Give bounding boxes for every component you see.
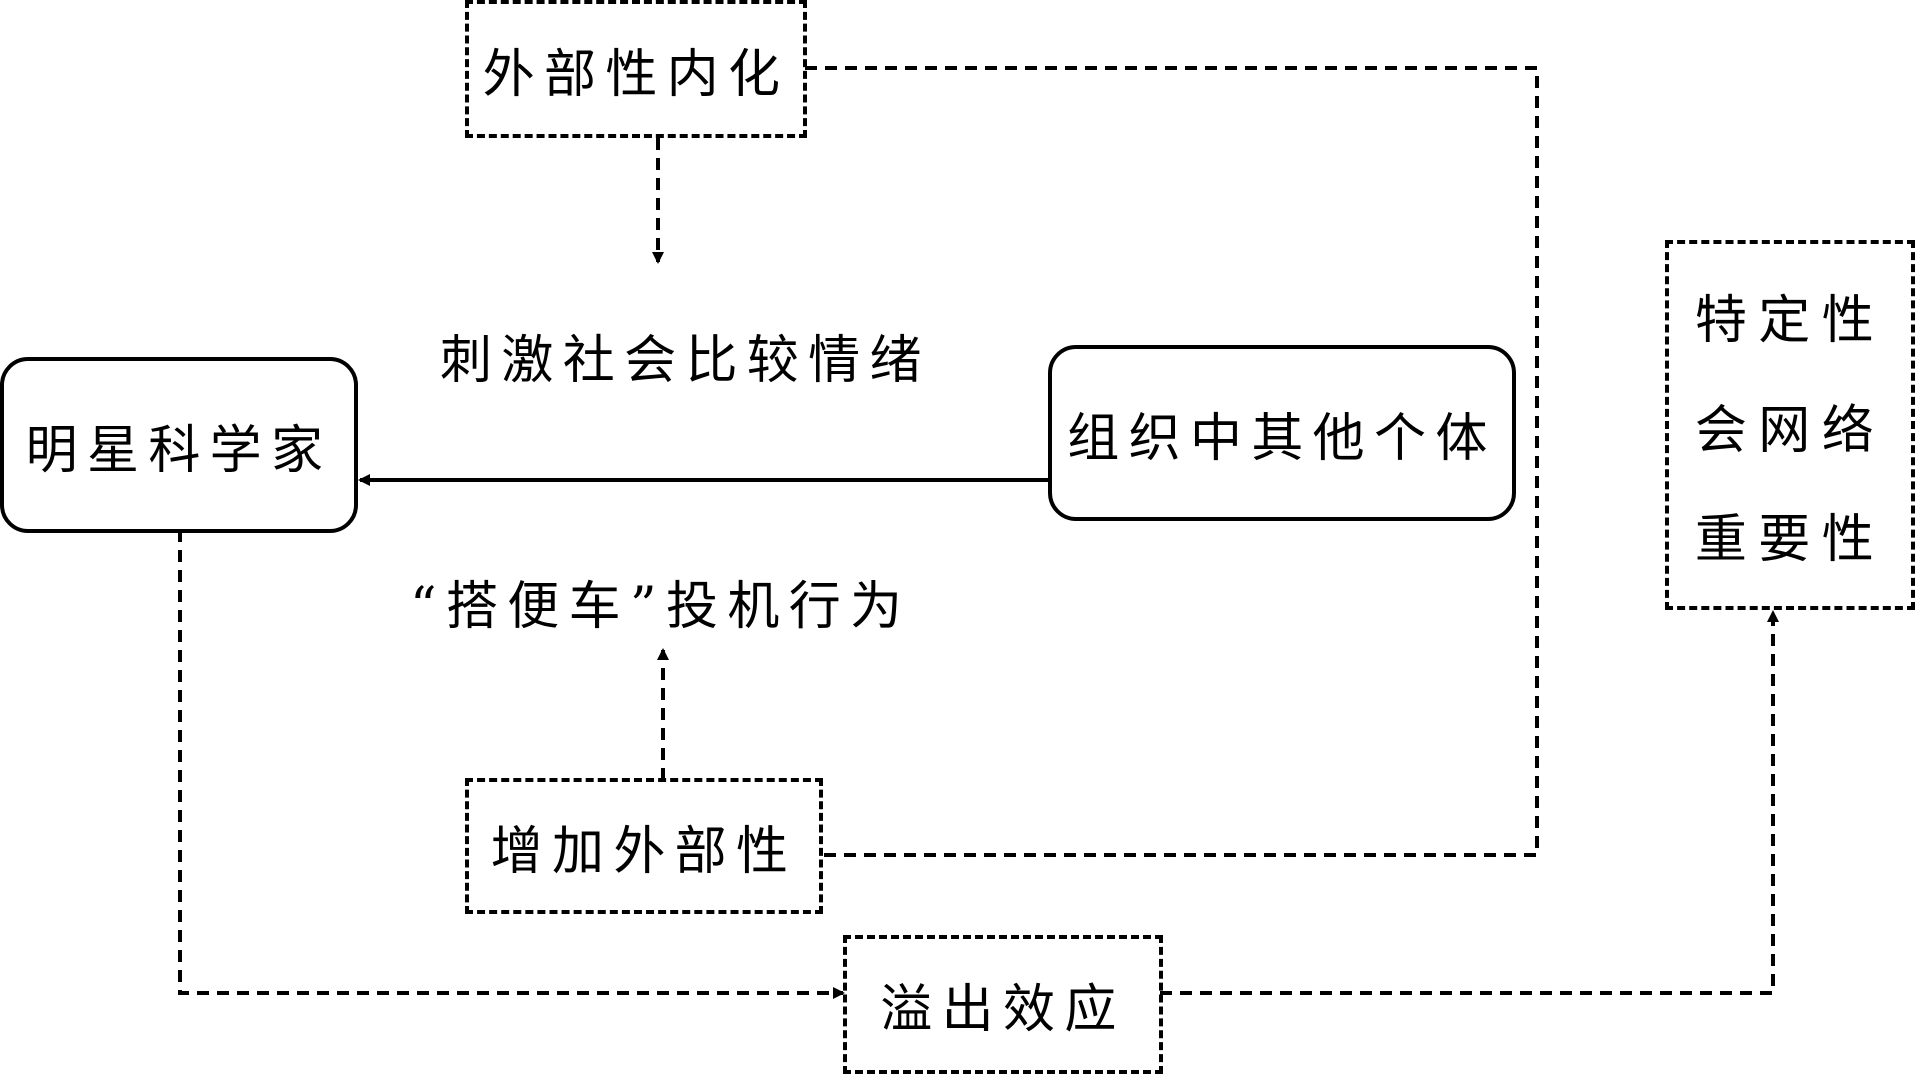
node-specific-network-line-2: 会网络 bbox=[1694, 400, 1886, 461]
edge-label-social-comparison: 刺激社会比较情绪 bbox=[440, 331, 931, 391]
node-other-individuals: 组织中其他个体 bbox=[1048, 345, 1516, 521]
node-specific-network-line-3: 重要性 bbox=[1694, 509, 1886, 570]
node-star-scientist: 明星科学家 bbox=[0, 357, 358, 533]
edge-label-free-riding: “搭便车”投机行为 bbox=[410, 577, 912, 637]
dashed-loop-right bbox=[805, 66, 1539, 857]
node-specific-network-line-1: 特定性 bbox=[1694, 291, 1886, 352]
node-star-scientist-label: 明星科学家 bbox=[25, 420, 333, 481]
node-externality-internalization-label: 外部性内化 bbox=[482, 44, 790, 105]
node-spillover-effect: 溢出效应 bbox=[843, 935, 1163, 1074]
node-other-individuals-label: 组织中其他个体 bbox=[1067, 408, 1497, 469]
arrow-star-to-spillover bbox=[178, 530, 845, 999]
node-spillover-effect-label: 溢出效应 bbox=[880, 980, 1126, 1040]
arrow-spillover-to-network bbox=[1160, 610, 1779, 995]
node-externality-internalization: 外部性内化 bbox=[465, 0, 807, 138]
node-increase-externality: 增加外部性 bbox=[465, 778, 823, 914]
node-specific-network: 特定性 会网络 重要性 bbox=[1665, 240, 1915, 610]
node-increase-externality-label: 增加外部性 bbox=[490, 821, 798, 882]
